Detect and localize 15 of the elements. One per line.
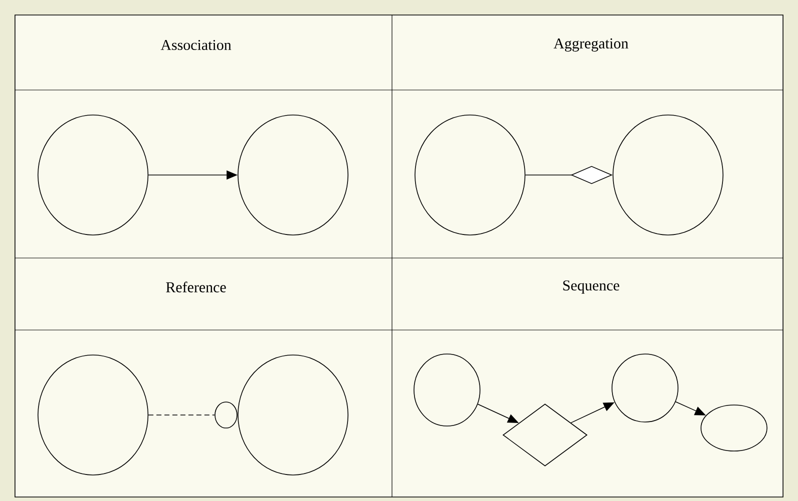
- circle-shape: [38, 354, 148, 476]
- circle-shape: [238, 114, 348, 236]
- circle-shape: [612, 354, 678, 422]
- column-heading: Reference: [166, 282, 226, 292]
- circle-shape: [414, 354, 480, 426]
- circle-shape: [414, 114, 526, 236]
- column-heading: Sequence: [563, 280, 620, 294]
- circle-shape: [238, 354, 348, 476]
- column-heading: Association: [160, 40, 232, 50]
- circle-shape: [700, 404, 768, 452]
- connector: [148, 414, 215, 416]
- column-heading: Aggregation: [554, 38, 628, 52]
- circle-shape: [38, 114, 148, 236]
- circle-shape: [612, 114, 724, 236]
- circle-shape: [214, 402, 238, 428]
